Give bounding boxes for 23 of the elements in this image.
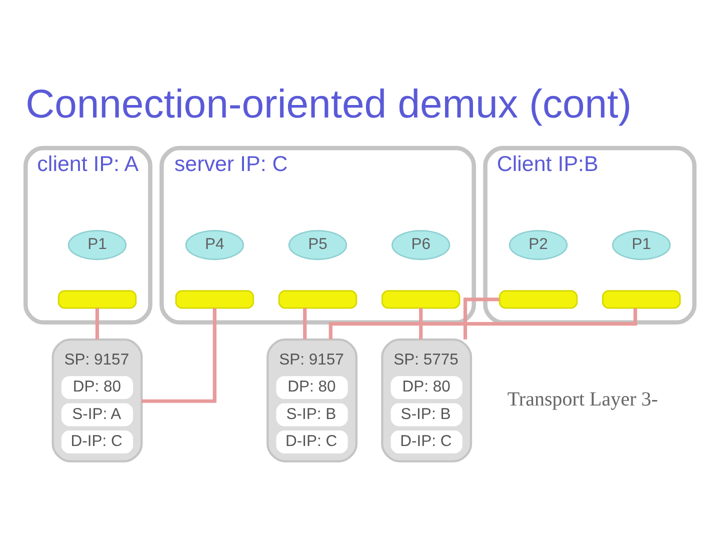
node-box (602, 290, 681, 308)
node-ellipse: P1 (612, 230, 671, 260)
diagram-title: Connection-oriented demux (cont) (26, 82, 632, 126)
node-box (381, 290, 460, 308)
node-box (58, 290, 137, 308)
label: Transport Layer 3- (507, 388, 658, 410)
connector (463, 297, 500, 339)
node-box: SP: 9157 DP: 80 S-IP: A D-IP: C (52, 338, 143, 462)
node-ellipse: P4 (185, 230, 244, 260)
connector (419, 308, 423, 339)
connector (303, 308, 307, 339)
connector (328, 308, 638, 339)
connector (95, 308, 100, 339)
node-box (278, 290, 358, 308)
connector (142, 308, 216, 402)
node-ellipse: P2 (508, 230, 568, 260)
node-box (498, 290, 578, 308)
node-ellipse: P6 (392, 230, 450, 260)
node-ellipse: P1 (68, 230, 127, 260)
node-box (175, 290, 254, 308)
node-ellipse: P5 (288, 230, 348, 260)
node-box: SP: 9157 DP: 80 S-IP: B D-IP: C (266, 338, 358, 462)
node-box: SP: 5775 DP: 80 S-IP: B D-IP: C (381, 338, 472, 462)
